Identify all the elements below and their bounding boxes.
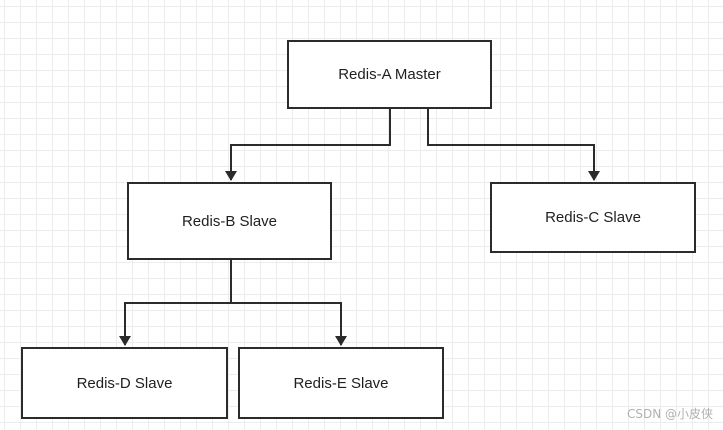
edge-a-to-c — [427, 109, 600, 181]
node-redis-a-master[interactable]: Redis-A Master — [287, 40, 492, 109]
edge-b-to-d — [119, 260, 232, 346]
node-redis-d-slave[interactable]: Redis-D Slave — [21, 347, 228, 419]
edge-b-to-e — [231, 302, 347, 346]
node-label: Redis-C Slave — [545, 209, 641, 226]
watermark-text: CSDN @小皮侠 — [626, 407, 713, 421]
node-label: Redis-A Master — [338, 66, 441, 83]
node-redis-c-slave[interactable]: Redis-C Slave — [490, 182, 696, 253]
node-label: Redis-D Slave — [76, 374, 173, 392]
node-redis-e-slave[interactable]: Redis-E Slave — [238, 347, 444, 419]
node-label: Redis-B Slave — [181, 212, 278, 230]
edge-a-to-b — [225, 109, 391, 181]
node-redis-b-slave[interactable]: Redis-B Slave — [127, 182, 332, 260]
node-label: Redis-E Slave — [293, 374, 389, 392]
